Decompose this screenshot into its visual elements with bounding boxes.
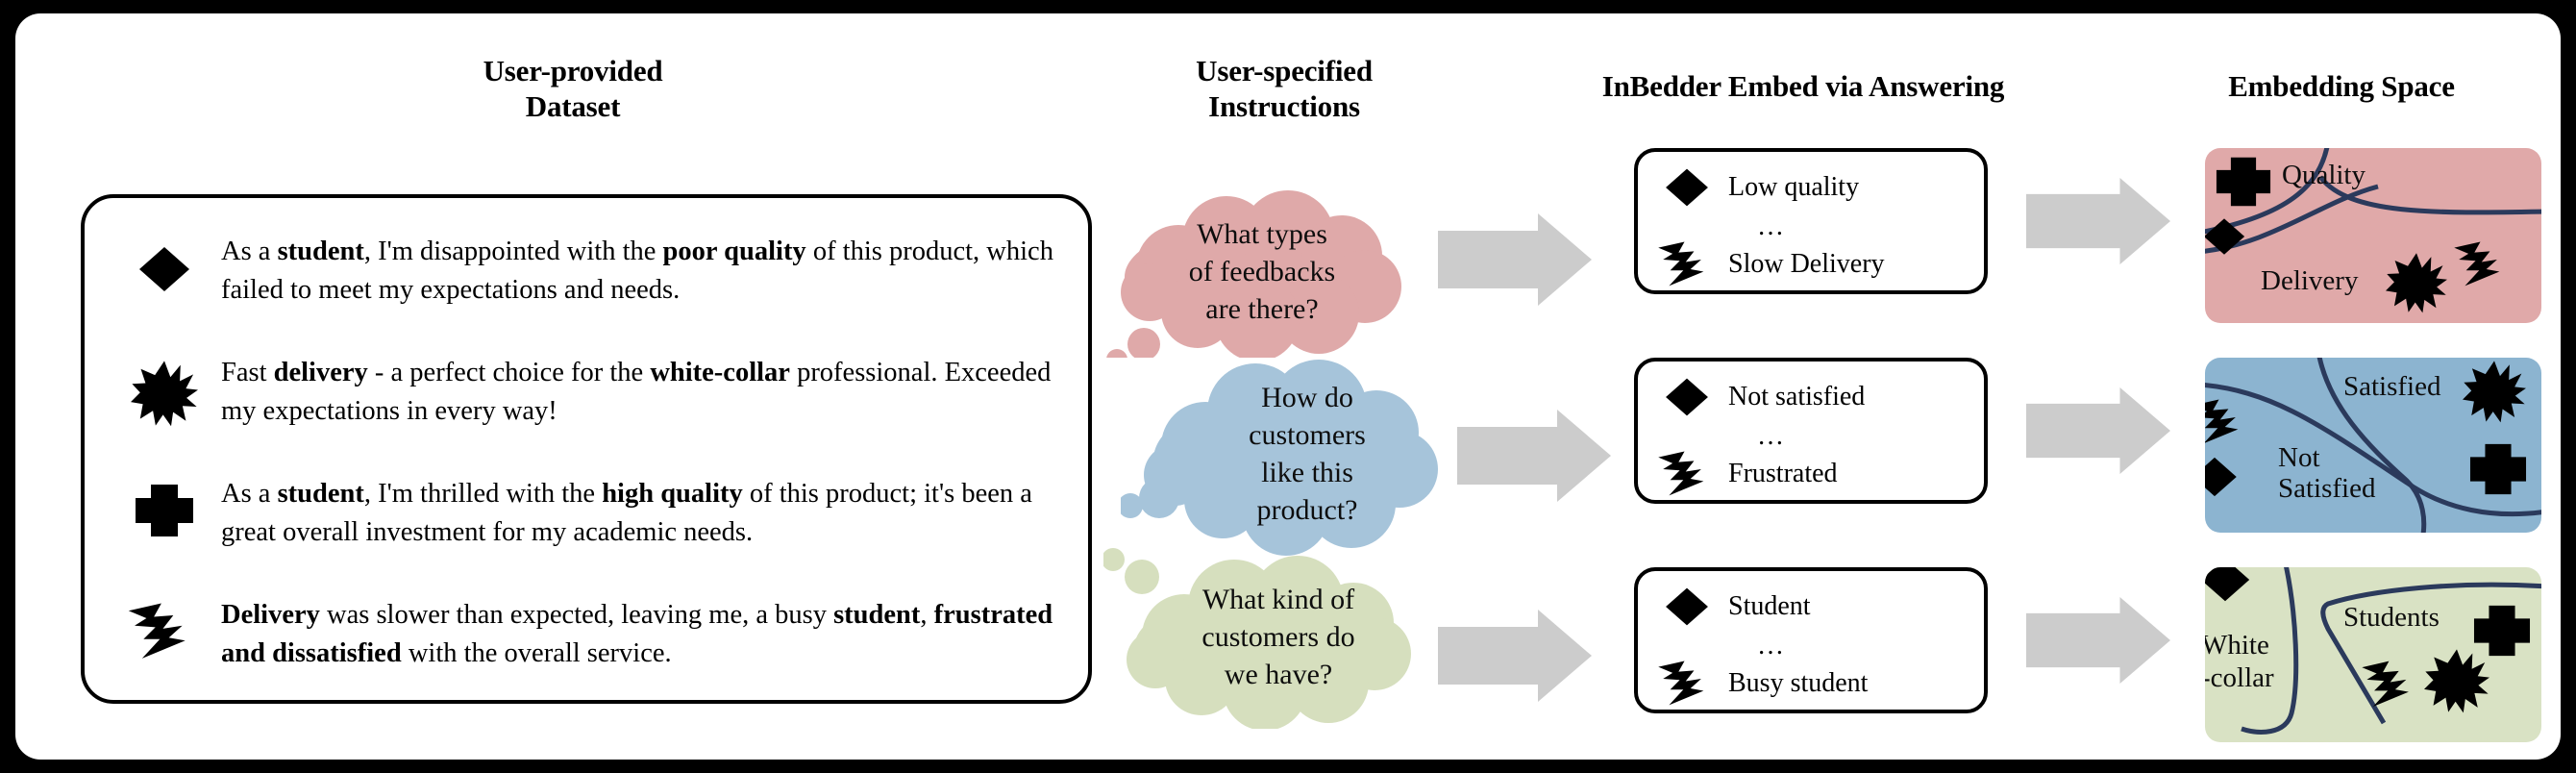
answer-label: Busy student [1728, 668, 1869, 698]
cloud-customers-like: How do customers like this product? [1121, 352, 1448, 556]
answer-label: Low quality [1728, 172, 1860, 202]
diamond-icon [1646, 581, 1728, 633]
cross-icon [2213, 154, 2274, 214]
column-title-inbedder: InBedder Embed via Answering [1544, 69, 2063, 105]
cluster-label-not-satisfied: Not Satisfied [2278, 442, 2376, 505]
column-title-dataset: User-provided Dataset [304, 54, 842, 124]
thought-cloud-shape [1103, 548, 1411, 729]
cloud-feedback: What types of feedbacks are there? [1103, 185, 1421, 358]
dataset-item-text: As a student, I'm disappointed with the … [221, 237, 1053, 306]
answer-line-first: Student [1646, 581, 1811, 633]
bolt-icon [2453, 240, 2513, 293]
title-line: Dataset [525, 88, 621, 123]
figure-canvas: User-provided Dataset User-specified Ins… [15, 13, 2561, 760]
title-line: Embedding Space [2228, 69, 2455, 103]
cluster-boundary-curves [2205, 358, 2541, 533]
dataset-item-text: As a student, I'm thrilled with the high… [221, 479, 1032, 548]
title-line: User-provided [483, 54, 663, 87]
dataset-item-text: Delivery was slower than expected, leavi… [221, 600, 1053, 669]
dataset-item: Delivery was slower than expected, leavi… [108, 596, 1069, 674]
starburst-icon [2424, 648, 2489, 718]
block-arrow-right-icon [1438, 610, 1592, 707]
answer-line-last: Slow Delivery [1646, 240, 1885, 288]
dataset-panel: As a student, I'm disappointed with the … [81, 194, 1092, 704]
title-line: InBedder Embed via Answering [1601, 69, 2005, 103]
cluster-label-students: Students [2343, 602, 2440, 633]
box-persona: Student … Busy student [1634, 567, 1988, 713]
cluster-label-delivery: Delivery [2261, 265, 2359, 296]
diamond-icon [108, 233, 221, 300]
cross-icon [2470, 602, 2534, 664]
answer-label: Student [1728, 591, 1811, 621]
block-arrow-right-icon [1438, 213, 1592, 311]
panel-satisfaction: Satisfied Not Satisfied [2205, 358, 2541, 533]
cross-icon [2466, 440, 2530, 503]
cluster-boundary-curves [2241, 567, 2541, 735]
block-arrow-right-icon [1457, 410, 1611, 507]
dataset-item: As a student, I'm thrilled with the high… [108, 475, 1069, 553]
cluster-label-white-collar: White -collar [2205, 630, 2274, 694]
title-line: User-specified [1196, 54, 1373, 87]
diamond-icon [1646, 371, 1728, 423]
bolt-icon [1646, 240, 1728, 288]
diamond-icon [1646, 162, 1728, 213]
dataset-item-text: Fast delivery - a perfect choice for the… [221, 358, 1052, 427]
bolt-icon [1646, 660, 1728, 708]
diamond-icon [2205, 450, 2242, 509]
title-line: Instructions [1208, 88, 1360, 123]
panel-feedback-type: Quality Delivery [2205, 148, 2541, 323]
answer-line-last: Frustrated [1646, 450, 1838, 498]
cluster-label-satisfied: Satisfied [2343, 371, 2441, 402]
cloud-customer-kind: What kind of customers do we have? [1103, 544, 1426, 729]
ellipsis: … [1757, 212, 1788, 241]
block-arrow-right-icon [2026, 386, 2170, 480]
column-title-instructions: User-specified Instructions [1073, 54, 1496, 124]
thought-cloud-shape [1121, 360, 1438, 556]
answer-label: Not satisfied [1728, 382, 1866, 411]
column-title-embedding: Embedding Space [2140, 69, 2543, 105]
starburst-icon [108, 354, 221, 427]
bolt-icon [2205, 398, 2251, 451]
answer-label: Frustrated [1728, 459, 1838, 488]
diamond-icon [2205, 567, 2255, 614]
starburst-icon [2386, 252, 2447, 318]
box-satisfaction: Not satisfied … Frustrated [1634, 358, 1988, 504]
block-arrow-right-icon [2026, 596, 2170, 689]
cluster-label-quality: Quality [2282, 160, 2365, 190]
answer-line-first: Low quality [1646, 162, 1859, 213]
answer-line-first: Not satisfied [1646, 371, 1865, 423]
bolt-icon [1646, 450, 1728, 498]
thought-cloud-shape [1106, 190, 1401, 358]
panel-customer-type: White -collar Students [2205, 567, 2541, 742]
answer-line-last: Busy student [1646, 660, 1868, 708]
ellipsis: … [1757, 421, 1788, 451]
dataset-item: As a student, I'm disappointed with the … [108, 233, 1069, 311]
block-arrow-right-icon [2026, 177, 2170, 270]
answer-label: Slow Delivery [1728, 249, 1885, 279]
dataset-item: Fast delivery - a perfect choice for the… [108, 354, 1069, 432]
diamond-icon [2205, 212, 2249, 266]
bolt-icon [108, 596, 221, 661]
starburst-icon [2463, 360, 2526, 428]
cross-icon [108, 475, 221, 540]
bolt-icon [2361, 660, 2422, 714]
ellipsis: … [1757, 631, 1788, 661]
box-quality: Low quality … Slow Delivery [1634, 148, 1988, 294]
